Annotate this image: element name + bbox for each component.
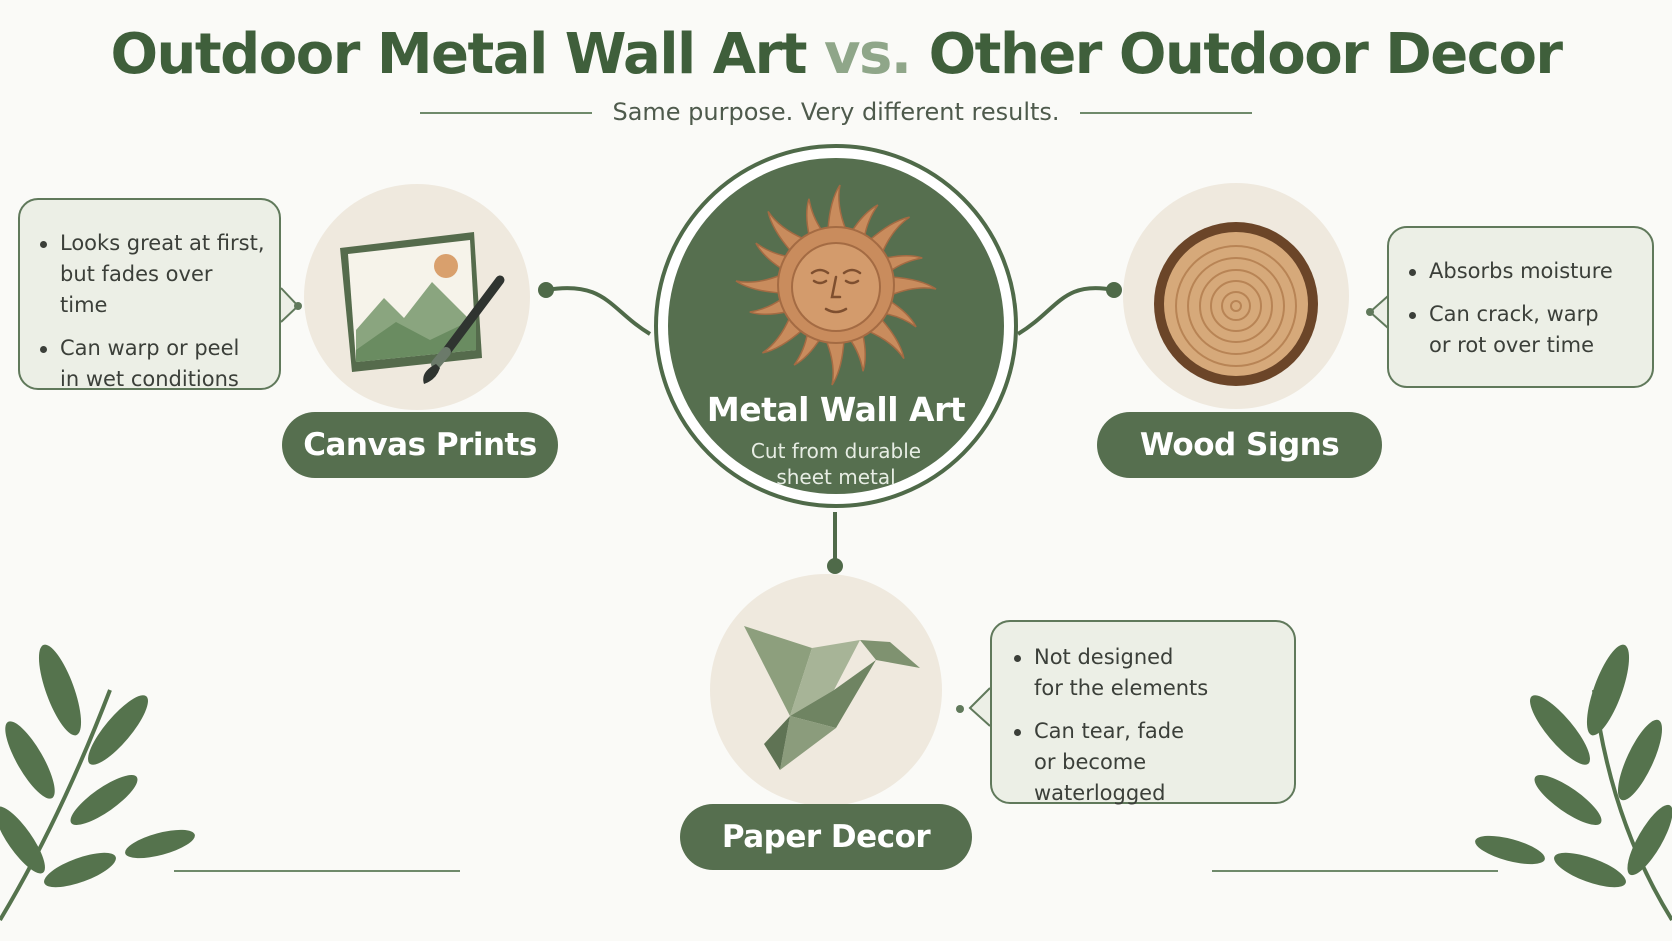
center-subtitle-line-1: Cut from durable [750, 439, 922, 463]
callout-point: Absorbs moisture [1407, 256, 1638, 287]
callout-point: Can tear, fade or become waterlogged [1012, 716, 1280, 809]
callout-point: Not designed for the elements [1012, 642, 1280, 704]
title-part-2: Other Outdoor Decor [928, 22, 1563, 87]
callout-canvas-prints: Looks great at first, but fades over tim… [18, 198, 281, 391]
connector-left [545, 286, 652, 336]
connector-dots [538, 282, 1122, 574]
pointer-paper [968, 687, 991, 727]
label-canvas-prints: Canvas Prints [282, 412, 558, 478]
connector-dot-left [538, 282, 554, 298]
callout-point: Looks great at first, but fades over tim… [38, 228, 265, 321]
center-title: Metal Wall Art [706, 390, 966, 429]
title-vs: vs. [823, 22, 912, 87]
page-title: Outdoor Metal Wall Art vs. Other Outdoor… [0, 22, 1672, 87]
pointer-dot-paper [956, 705, 964, 713]
connector-right [1016, 286, 1115, 336]
canvas-painting-icon [340, 232, 505, 384]
label-wood-signs: Wood Signs [1097, 412, 1382, 478]
sun-face-icon [735, 184, 937, 386]
origami-bird-icon [744, 626, 920, 770]
center-subtitle: Cut from durable sheet metal [658, 438, 1014, 490]
pointer-dot-canvas [294, 302, 302, 310]
connectors [545, 286, 1115, 566]
leaf-branch-left-icon [0, 644, 195, 922]
wood-slice-icon [1154, 222, 1318, 386]
callout-wood-signs: Absorbs moisture Can crack, warp or rot … [1387, 226, 1654, 388]
center-subtitle-line-2: sheet metal [776, 465, 896, 489]
footer-line-left [174, 870, 460, 872]
connector-dot-bottom [827, 558, 843, 574]
subtitle-line-right [1080, 112, 1252, 114]
callout-paper-decor: Not designed for the elements Can tear, … [990, 620, 1296, 805]
subtitle-line-left [420, 112, 592, 114]
connector-dot-right [1106, 282, 1122, 298]
label-paper-decor: Paper Decor [680, 804, 972, 870]
callout-point: Can warp or peel in wet conditions [38, 333, 265, 395]
footer-line-right [1212, 870, 1498, 872]
subtitle: Same purpose. Very different results. [612, 98, 1060, 126]
title-part-1: Outdoor Metal Wall Art [110, 22, 807, 87]
pointer-dot-wood [1366, 308, 1374, 316]
callout-point: Can crack, warp or rot over time [1407, 299, 1638, 361]
leaf-branch-right-icon [1475, 644, 1672, 922]
